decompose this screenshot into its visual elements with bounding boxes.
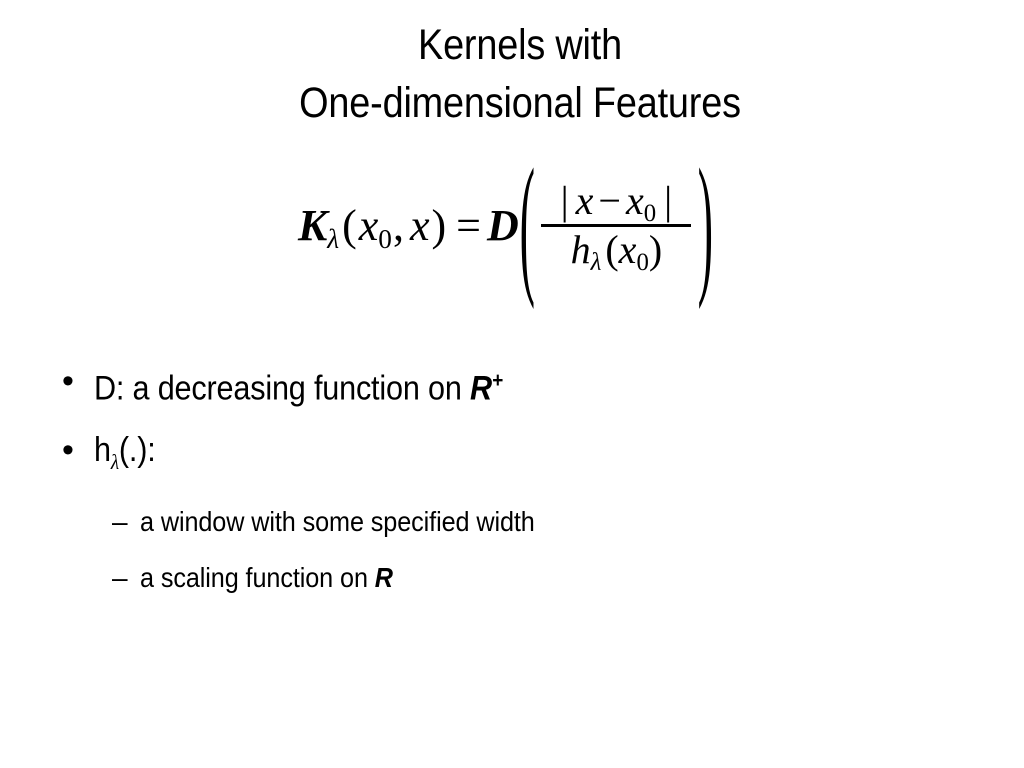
sub-bullet-2-symbol-R: R bbox=[374, 562, 393, 594]
bullet-marker-icon: • bbox=[62, 362, 74, 400]
formula-arg-second: x bbox=[409, 200, 430, 250]
bullet-marker-icon: • bbox=[62, 431, 74, 470]
numerator-term-1: x bbox=[575, 178, 594, 223]
bullet-item-decreasing-function: D: a decreasing function on R+ bbox=[94, 358, 503, 411]
denominator-paren-open: ( bbox=[605, 227, 619, 272]
slide-title: Kernels with One-dimensional Features bbox=[0, 16, 1024, 132]
title-line-2: One-dimensional Features bbox=[299, 79, 741, 127]
bullet-2-text: h bbox=[94, 431, 111, 470]
numerator-abs-close: | bbox=[664, 178, 673, 223]
formula-big-paren-open: ( bbox=[519, 136, 535, 311]
formula-arg-first-subscript: 0 bbox=[378, 223, 392, 254]
formula-lhs-paren-close: ) bbox=[431, 200, 447, 250]
list-item: • hλ(.): bbox=[62, 427, 962, 485]
sub-bullet-dash-icon: – bbox=[112, 562, 128, 594]
bullet-1-text: D: a decreasing function on bbox=[94, 369, 471, 408]
formula-equals-sign: = bbox=[456, 200, 481, 250]
formula-arg-comma: , bbox=[392, 200, 404, 250]
denominator-argument: x bbox=[618, 227, 637, 272]
bullet-2-text-after: (.): bbox=[118, 431, 156, 470]
numerator-term-2: x bbox=[625, 178, 644, 223]
denominator-paren-close: ) bbox=[648, 227, 663, 272]
list-item: • D: a decreasing function on R+ bbox=[62, 358, 962, 411]
denominator-function: h bbox=[570, 227, 591, 272]
denominator-subscript: λ bbox=[590, 249, 602, 277]
formula-big-paren-close: ) bbox=[698, 136, 714, 311]
formula-lhs-subscript: λ bbox=[327, 223, 340, 254]
formula-lhs-function: K bbox=[297, 200, 328, 250]
numerator-operator: − bbox=[598, 178, 621, 223]
bullet-1-symbol-R: R bbox=[470, 369, 492, 408]
content-bullet-list: • D: a decreasing function on R+ • hλ(.)… bbox=[62, 358, 962, 613]
sub-bullet-1-text: a window with some specified width bbox=[140, 506, 535, 538]
list-item: – a window with some specified width bbox=[112, 501, 962, 543]
bullet-item-h-lambda: hλ(.): bbox=[94, 427, 156, 485]
fraction-bar bbox=[541, 224, 692, 227]
sub-bullet-dash-icon: – bbox=[112, 506, 128, 538]
formula-rhs-function: D bbox=[486, 200, 519, 250]
sub-bullet-item-window-width: a window with some specified width bbox=[140, 501, 535, 543]
formula-arg-first: x bbox=[358, 200, 379, 250]
bullet-2-subscript-lambda: λ bbox=[110, 450, 119, 475]
sub-bullet-2-text: a scaling function on bbox=[140, 562, 375, 594]
denominator-argument-subscript: 0 bbox=[636, 249, 649, 277]
numerator-abs-open: | bbox=[560, 178, 569, 223]
formula-lhs-paren-open: ( bbox=[342, 200, 357, 250]
list-item: – a scaling function on R bbox=[112, 557, 962, 599]
bullet-1-superscript-plus: + bbox=[491, 369, 503, 392]
sub-bullet-item-scaling-function: a scaling function on R bbox=[140, 557, 393, 599]
numerator-term-2-subscript: 0 bbox=[643, 200, 657, 228]
title-line-1: Kernels with bbox=[418, 21, 622, 69]
